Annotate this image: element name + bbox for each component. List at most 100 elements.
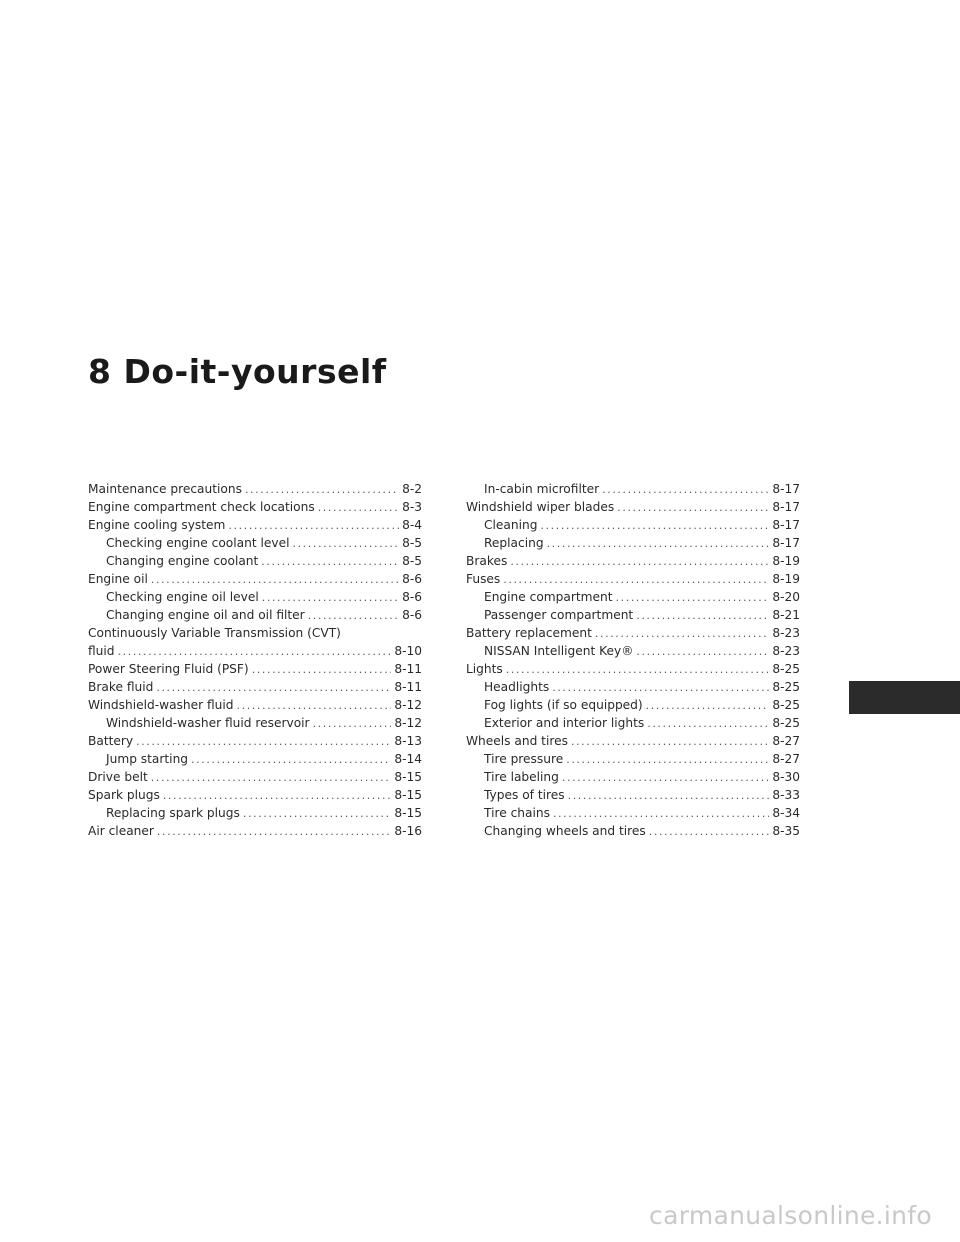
toc-entry-title: Windshield-washer fluid reservoir — [106, 716, 310, 730]
toc-entry[interactable]: Cleaning................................… — [466, 516, 800, 534]
toc-entry[interactable]: Brakes..................................… — [466, 552, 800, 570]
toc-entry[interactable]: Air cleaner.............................… — [88, 822, 422, 840]
toc-entry[interactable]: Windshield-washer fluid.................… — [88, 696, 422, 714]
toc-entry[interactable]: Checking engine oil level...............… — [88, 588, 422, 606]
toc-entry[interactable]: Changing engine coolant.................… — [88, 552, 422, 570]
toc-entry[interactable]: Continuously Variable Transmission (CVT) — [88, 624, 422, 642]
toc-page-number: 8-21 — [772, 608, 800, 622]
toc-entry-title: Spark plugs — [88, 788, 160, 802]
toc-entry[interactable]: Tire chains.............................… — [466, 804, 800, 822]
toc-entry[interactable]: Engine compartment check locations......… — [88, 498, 422, 516]
toc-entry[interactable]: Engine oil..............................… — [88, 570, 422, 588]
toc-entry-title: Replacing spark plugs — [106, 806, 240, 820]
toc-dot-leader: ........................................… — [236, 699, 392, 712]
toc-page-number: 8-13 — [394, 734, 422, 748]
toc-page-number: 8-16 — [394, 824, 422, 838]
toc-entry[interactable]: NISSAN Intelligent Key®.................… — [466, 642, 800, 660]
toc-page-number: 8-19 — [772, 554, 800, 568]
toc-entry[interactable]: Engine cooling system...................… — [88, 516, 422, 534]
toc-entry[interactable]: Drive belt..............................… — [88, 768, 422, 786]
toc-page-number: 8-23 — [772, 626, 800, 640]
toc-dot-leader: ........................................… — [648, 825, 770, 838]
toc-entry-title: Continuously Variable Transmission (CVT) — [88, 626, 341, 640]
toc-dot-leader: ........................................… — [540, 519, 770, 532]
toc-dot-leader: ........................................… — [117, 645, 392, 658]
toc-page-number: 8-25 — [772, 680, 800, 694]
toc-dot-leader: ........................................… — [636, 645, 769, 658]
toc-entry-title: Fog lights (if so equipped) — [484, 698, 643, 712]
toc-page-number: 8-4 — [402, 518, 422, 532]
toc-dot-leader: ........................................… — [156, 681, 391, 694]
toc-entry[interactable]: Tire pressure...........................… — [466, 750, 800, 768]
toc-entry[interactable]: Types of tires..........................… — [466, 786, 800, 804]
toc-entry-title: Windshield-washer fluid — [88, 698, 234, 712]
toc-entry-title: Types of tires — [484, 788, 565, 802]
toc-page-number: 8-3 — [402, 500, 422, 514]
toc-entry-title: NISSAN Intelligent Key® — [484, 644, 634, 658]
toc-entry[interactable]: Windshield-washer fluid reservoir.......… — [88, 714, 422, 732]
toc-entry[interactable]: Tire labeling...........................… — [466, 768, 800, 786]
toc-dot-leader: ........................................… — [150, 573, 399, 586]
toc-entry[interactable]: Headlights..............................… — [466, 678, 800, 696]
toc-entry-title: Engine compartment check locations — [88, 500, 315, 514]
toc-page-number: 8-14 — [394, 752, 422, 766]
toc-entry[interactable]: Passenger compartment...................… — [466, 606, 800, 624]
toc-entry[interactable]: In-cabin microfilter....................… — [466, 480, 800, 498]
toc-entry[interactable]: Jump starting...........................… — [88, 750, 422, 768]
toc-dot-leader: ........................................… — [261, 591, 400, 604]
toc-page-number: 8-2 — [402, 482, 422, 496]
toc-page-number: 8-19 — [772, 572, 800, 586]
toc-entry[interactable]: Power Steering Fluid (PSF)..............… — [88, 660, 422, 678]
toc-entry-title: Engine cooling system — [88, 518, 226, 532]
toc-entry-title: Passenger compartment — [484, 608, 634, 622]
toc-dot-leader: ........................................… — [570, 735, 770, 748]
toc-dot-leader: ........................................… — [312, 717, 392, 730]
toc-page-number: 8-27 — [772, 734, 800, 748]
toc-dot-leader: ........................................… — [317, 501, 400, 514]
chapter-tab — [849, 681, 960, 714]
toc-entry[interactable]: Changing engine oil and oil filter......… — [88, 606, 422, 624]
toc-page-number: 8-17 — [772, 500, 800, 514]
toc-entry[interactable]: Fog lights (if so equipped).............… — [466, 696, 800, 714]
toc-entry-title: In-cabin microfilter — [484, 482, 600, 496]
toc-entry[interactable]: Engine compartment......................… — [466, 588, 800, 606]
toc-dot-leader: ........................................… — [505, 663, 770, 676]
toc-dot-leader: ........................................… — [602, 483, 770, 496]
toc-page-number: 8-11 — [394, 680, 422, 694]
toc-entry[interactable]: Battery.................................… — [88, 732, 422, 750]
toc-entry[interactable]: Replacing spark plugs...................… — [88, 804, 422, 822]
toc-page-number: 8-6 — [402, 590, 422, 604]
toc-entry[interactable]: Wheels and tires........................… — [466, 732, 800, 750]
toc-entry[interactable]: Brake fluid.............................… — [88, 678, 422, 696]
toc-entry-title: Air cleaner — [88, 824, 154, 838]
toc-entry[interactable]: Exterior and interior lights............… — [466, 714, 800, 732]
toc-page-number: 8-30 — [772, 770, 800, 784]
toc-page-number: 8-17 — [772, 482, 800, 496]
toc-page-number: 8-33 — [772, 788, 800, 802]
toc-entry[interactable]: fluid...................................… — [88, 642, 422, 660]
toc-entry[interactable]: Changing wheels and tires...............… — [466, 822, 800, 840]
toc-entry-title: Tire labeling — [484, 770, 559, 784]
toc-entry[interactable]: Maintenance precautions.................… — [88, 480, 422, 498]
toc-dot-leader: ........................................… — [242, 807, 392, 820]
toc-dot-leader: ........................................… — [251, 663, 392, 676]
toc-page-number: 8-12 — [394, 698, 422, 712]
toc-entry[interactable]: Battery replacement.....................… — [466, 624, 800, 642]
toc-entry-title: Cleaning — [484, 518, 538, 532]
toc-entry[interactable]: Lights..................................… — [466, 660, 800, 678]
toc-page-number: 8-11 — [394, 662, 422, 676]
toc-page-number: 8-17 — [772, 536, 800, 550]
toc-dot-leader: ........................................… — [645, 699, 770, 712]
toc-entry[interactable]: Checking engine coolant level...........… — [88, 534, 422, 552]
toc-dot-leader: ........................................… — [510, 555, 769, 568]
toc-dot-leader: ........................................… — [647, 717, 770, 730]
toc-entry-title: Battery replacement — [466, 626, 592, 640]
toc-entry[interactable]: Spark plugs.............................… — [88, 786, 422, 804]
toc-dot-leader: ........................................… — [136, 735, 391, 748]
toc-entry-title: Tire pressure — [484, 752, 564, 766]
toc-dot-leader: ........................................… — [636, 609, 769, 622]
toc-entry[interactable]: Windshield wiper blades.................… — [466, 498, 800, 516]
toc-entry[interactable]: Fuses...................................… — [466, 570, 800, 588]
toc-entry[interactable]: Replacing...............................… — [466, 534, 800, 552]
toc-dot-leader: ........................................… — [307, 609, 400, 622]
